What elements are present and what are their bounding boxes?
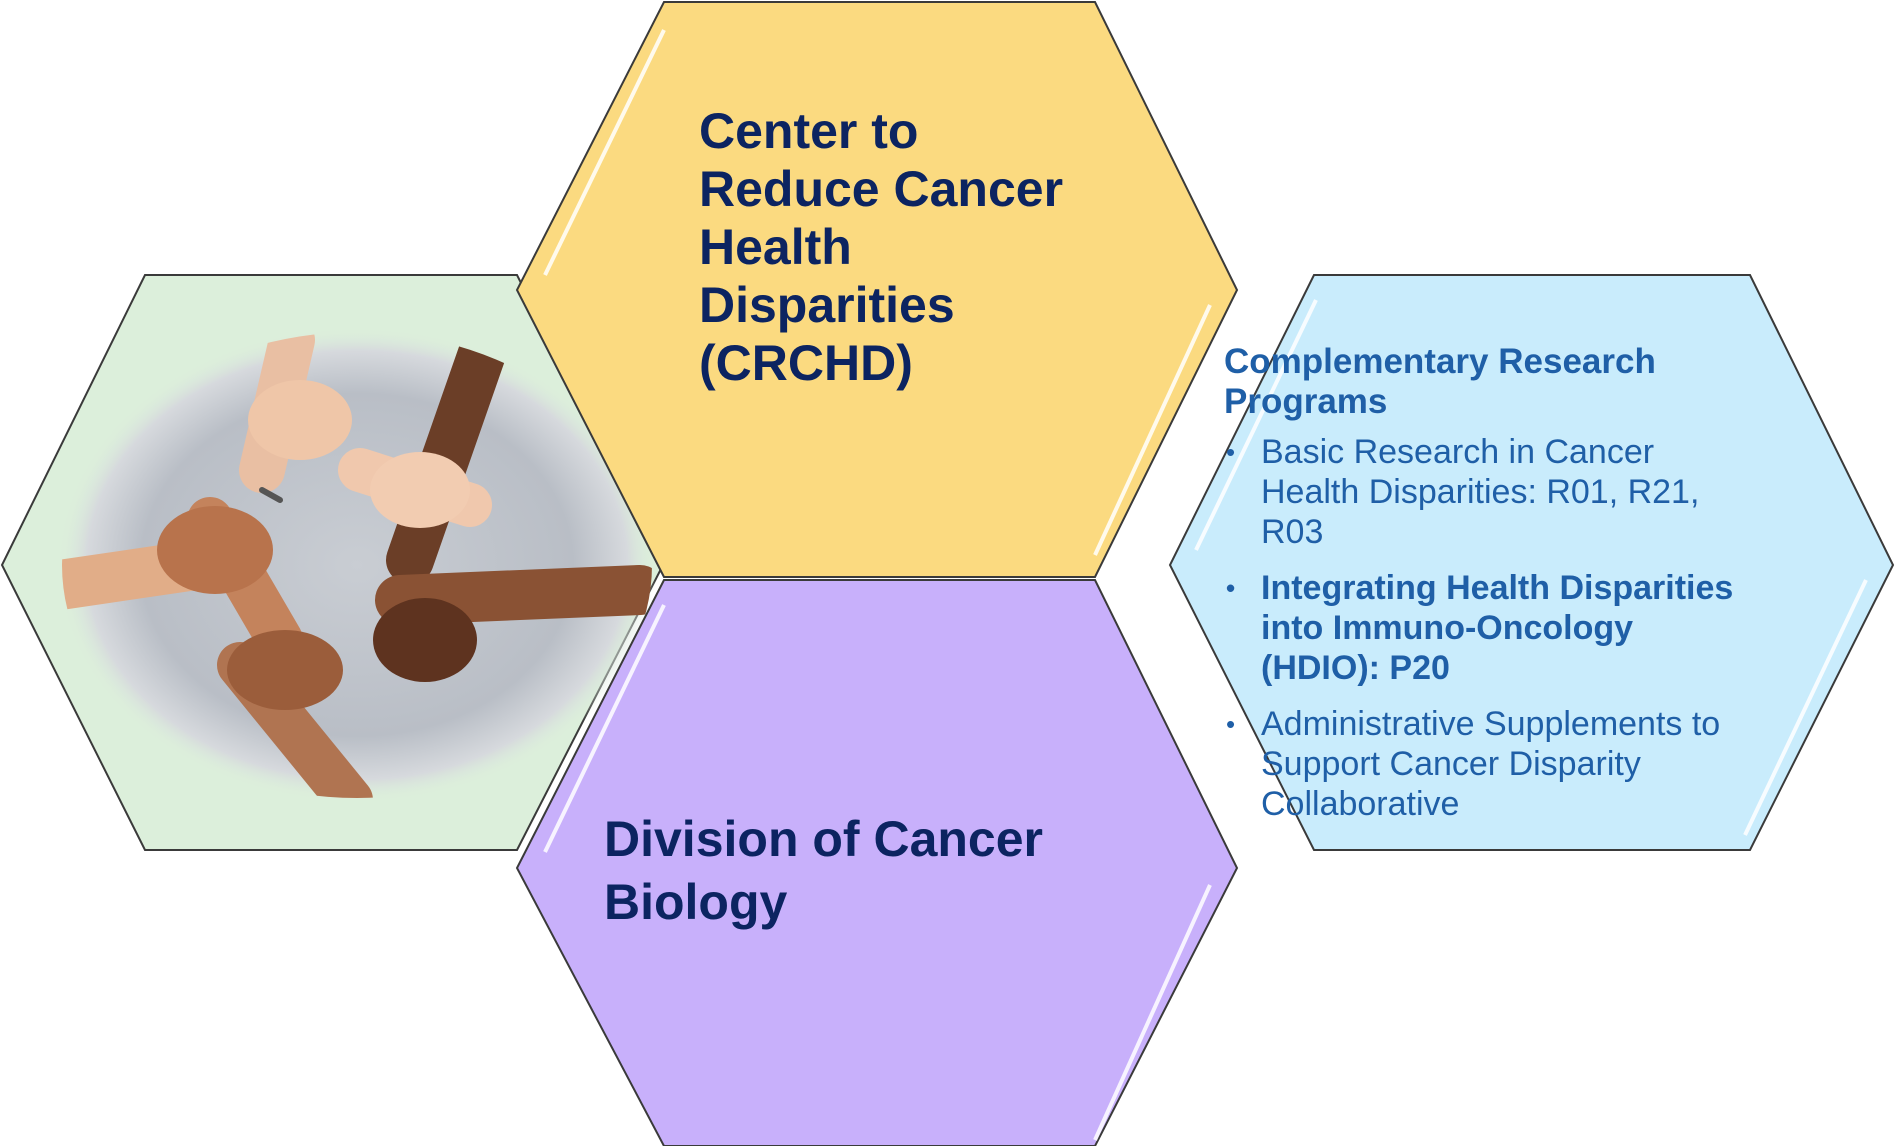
crchd-hexagon xyxy=(515,1,1239,578)
program-item-text: Basic Research in Cancer Health Disparit… xyxy=(1261,433,1700,551)
crchd-title-line: (CRCHD) xyxy=(699,335,913,391)
program-item: • Basic Research in Cancer Health Dispar… xyxy=(1224,432,1754,552)
dcb-title-line: Division of Cancer xyxy=(604,811,1043,867)
crchd-title: Center to Reduce Cancer Health Dispariti… xyxy=(699,102,1259,392)
crchd-title-line: Disparities xyxy=(699,277,955,333)
dcb-title: Division of Cancer Biology xyxy=(604,808,1224,934)
programs-hexagon xyxy=(1168,274,1895,851)
bullet: • xyxy=(1226,573,1236,603)
crchd-title-line: Reduce Cancer xyxy=(699,161,1064,217)
crchd-title-line: Health xyxy=(699,219,852,275)
programs-block: Complementary Research Programs • Basic … xyxy=(1224,342,1754,840)
bullet: • xyxy=(1226,437,1236,467)
dcb-title-line: Biology xyxy=(604,874,788,930)
programs-list: • Basic Research in Cancer Health Dispar… xyxy=(1224,432,1754,824)
program-item-text: Integrating Health Disparities into Immu… xyxy=(1261,569,1734,687)
bullet: • xyxy=(1226,709,1236,739)
programs-heading-line: Complementary Research xyxy=(1224,342,1656,381)
joined-hands-photo xyxy=(57,327,657,803)
program-item-text: Administrative Supplements to Support Ca… xyxy=(1261,705,1721,823)
programs-heading: Complementary Research Programs xyxy=(1224,342,1754,422)
dcb-hexagon xyxy=(515,579,1239,1146)
programs-heading-line: Programs xyxy=(1224,382,1388,421)
program-item: • Integrating Health Disparities into Im… xyxy=(1224,568,1754,688)
program-item: • Administrative Supplements to Support … xyxy=(1224,704,1754,824)
crchd-title-line: Center to xyxy=(699,103,919,159)
